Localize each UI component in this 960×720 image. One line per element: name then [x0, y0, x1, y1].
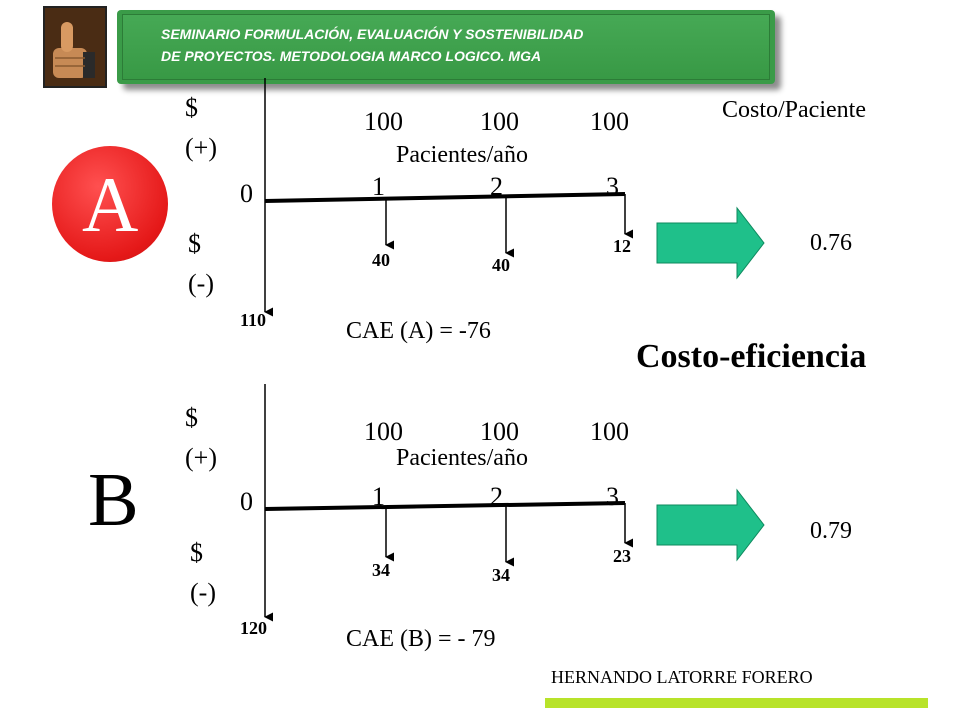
patients-b-2: 100	[480, 417, 519, 446]
project-a-label: A	[82, 161, 139, 248]
thumbs-up-icon	[43, 6, 107, 88]
cost-b-3: 23	[613, 546, 631, 566]
footer-bar	[545, 698, 928, 708]
header-title-line1: SEMINARIO FORMULACIÓN, EVALUACIÓN Y SOST…	[161, 26, 584, 42]
cost-a-2: 40	[492, 255, 510, 275]
patients-b-3: 100	[590, 417, 629, 446]
result-arrow-b	[656, 488, 765, 562]
negative-sign-a: $	[188, 229, 201, 258]
patients-b-1: 100	[364, 417, 403, 446]
cost-b-2: 34	[492, 565, 510, 585]
cost-a-3: 12	[613, 236, 631, 256]
cost-per-patient-b: 0.79	[810, 518, 852, 544]
cae-a: CAE (A) = -76	[346, 318, 491, 344]
period-b-2: 2	[490, 482, 503, 511]
period-a-3: 3	[606, 172, 619, 201]
cost-b-1: 34	[372, 560, 390, 580]
cost-a-0: 110	[240, 310, 267, 330]
author-name: HERNANDO LATORRE FORERO	[551, 667, 813, 687]
patients-a-2: 100	[480, 107, 519, 136]
patients-a-3: 100	[590, 107, 629, 136]
page-title: Costo-eficiencia	[636, 338, 867, 375]
cost-per-patient-a: 0.76	[810, 230, 852, 256]
positive-label-a: (+)	[185, 133, 217, 162]
period-b-3: 3	[606, 482, 619, 511]
project-b-label: B	[88, 458, 139, 542]
cost-b-0: 120	[240, 618, 267, 638]
negative-label-a: (-)	[188, 269, 214, 298]
period-b-1: 1	[372, 482, 385, 511]
timeline-b	[264, 501, 626, 511]
patients-label-a: Pacientes/año	[396, 142, 528, 168]
cae-b: CAE (B) = - 79	[346, 626, 496, 652]
patients-label-b: Pacientes/año	[396, 445, 528, 471]
cost-a-1: 40	[372, 250, 390, 270]
negative-sign-b: $	[190, 538, 203, 567]
period-b-0: 0	[240, 487, 253, 516]
project-a-badge: A	[52, 146, 168, 262]
result-arrow-a	[656, 206, 765, 280]
header-banner: SEMINARIO FORMULACIÓN, EVALUACIÓN Y SOST…	[117, 10, 775, 84]
positive-sign-a: $	[185, 93, 198, 122]
period-a-1: 1	[372, 172, 385, 201]
timeline-a	[264, 192, 626, 203]
header-title-line2: DE PROYECTOS. METODOLOGIA MARCO LOGICO. …	[161, 48, 542, 64]
period-a-2: 2	[490, 172, 503, 201]
column-header: Costo/Paciente	[722, 97, 866, 123]
positive-label-b: (+)	[185, 443, 217, 472]
negative-label-b: (-)	[190, 578, 216, 607]
period-a-0: 0	[240, 179, 253, 208]
positive-sign-b: $	[185, 403, 198, 432]
patients-a-1: 100	[364, 107, 403, 136]
